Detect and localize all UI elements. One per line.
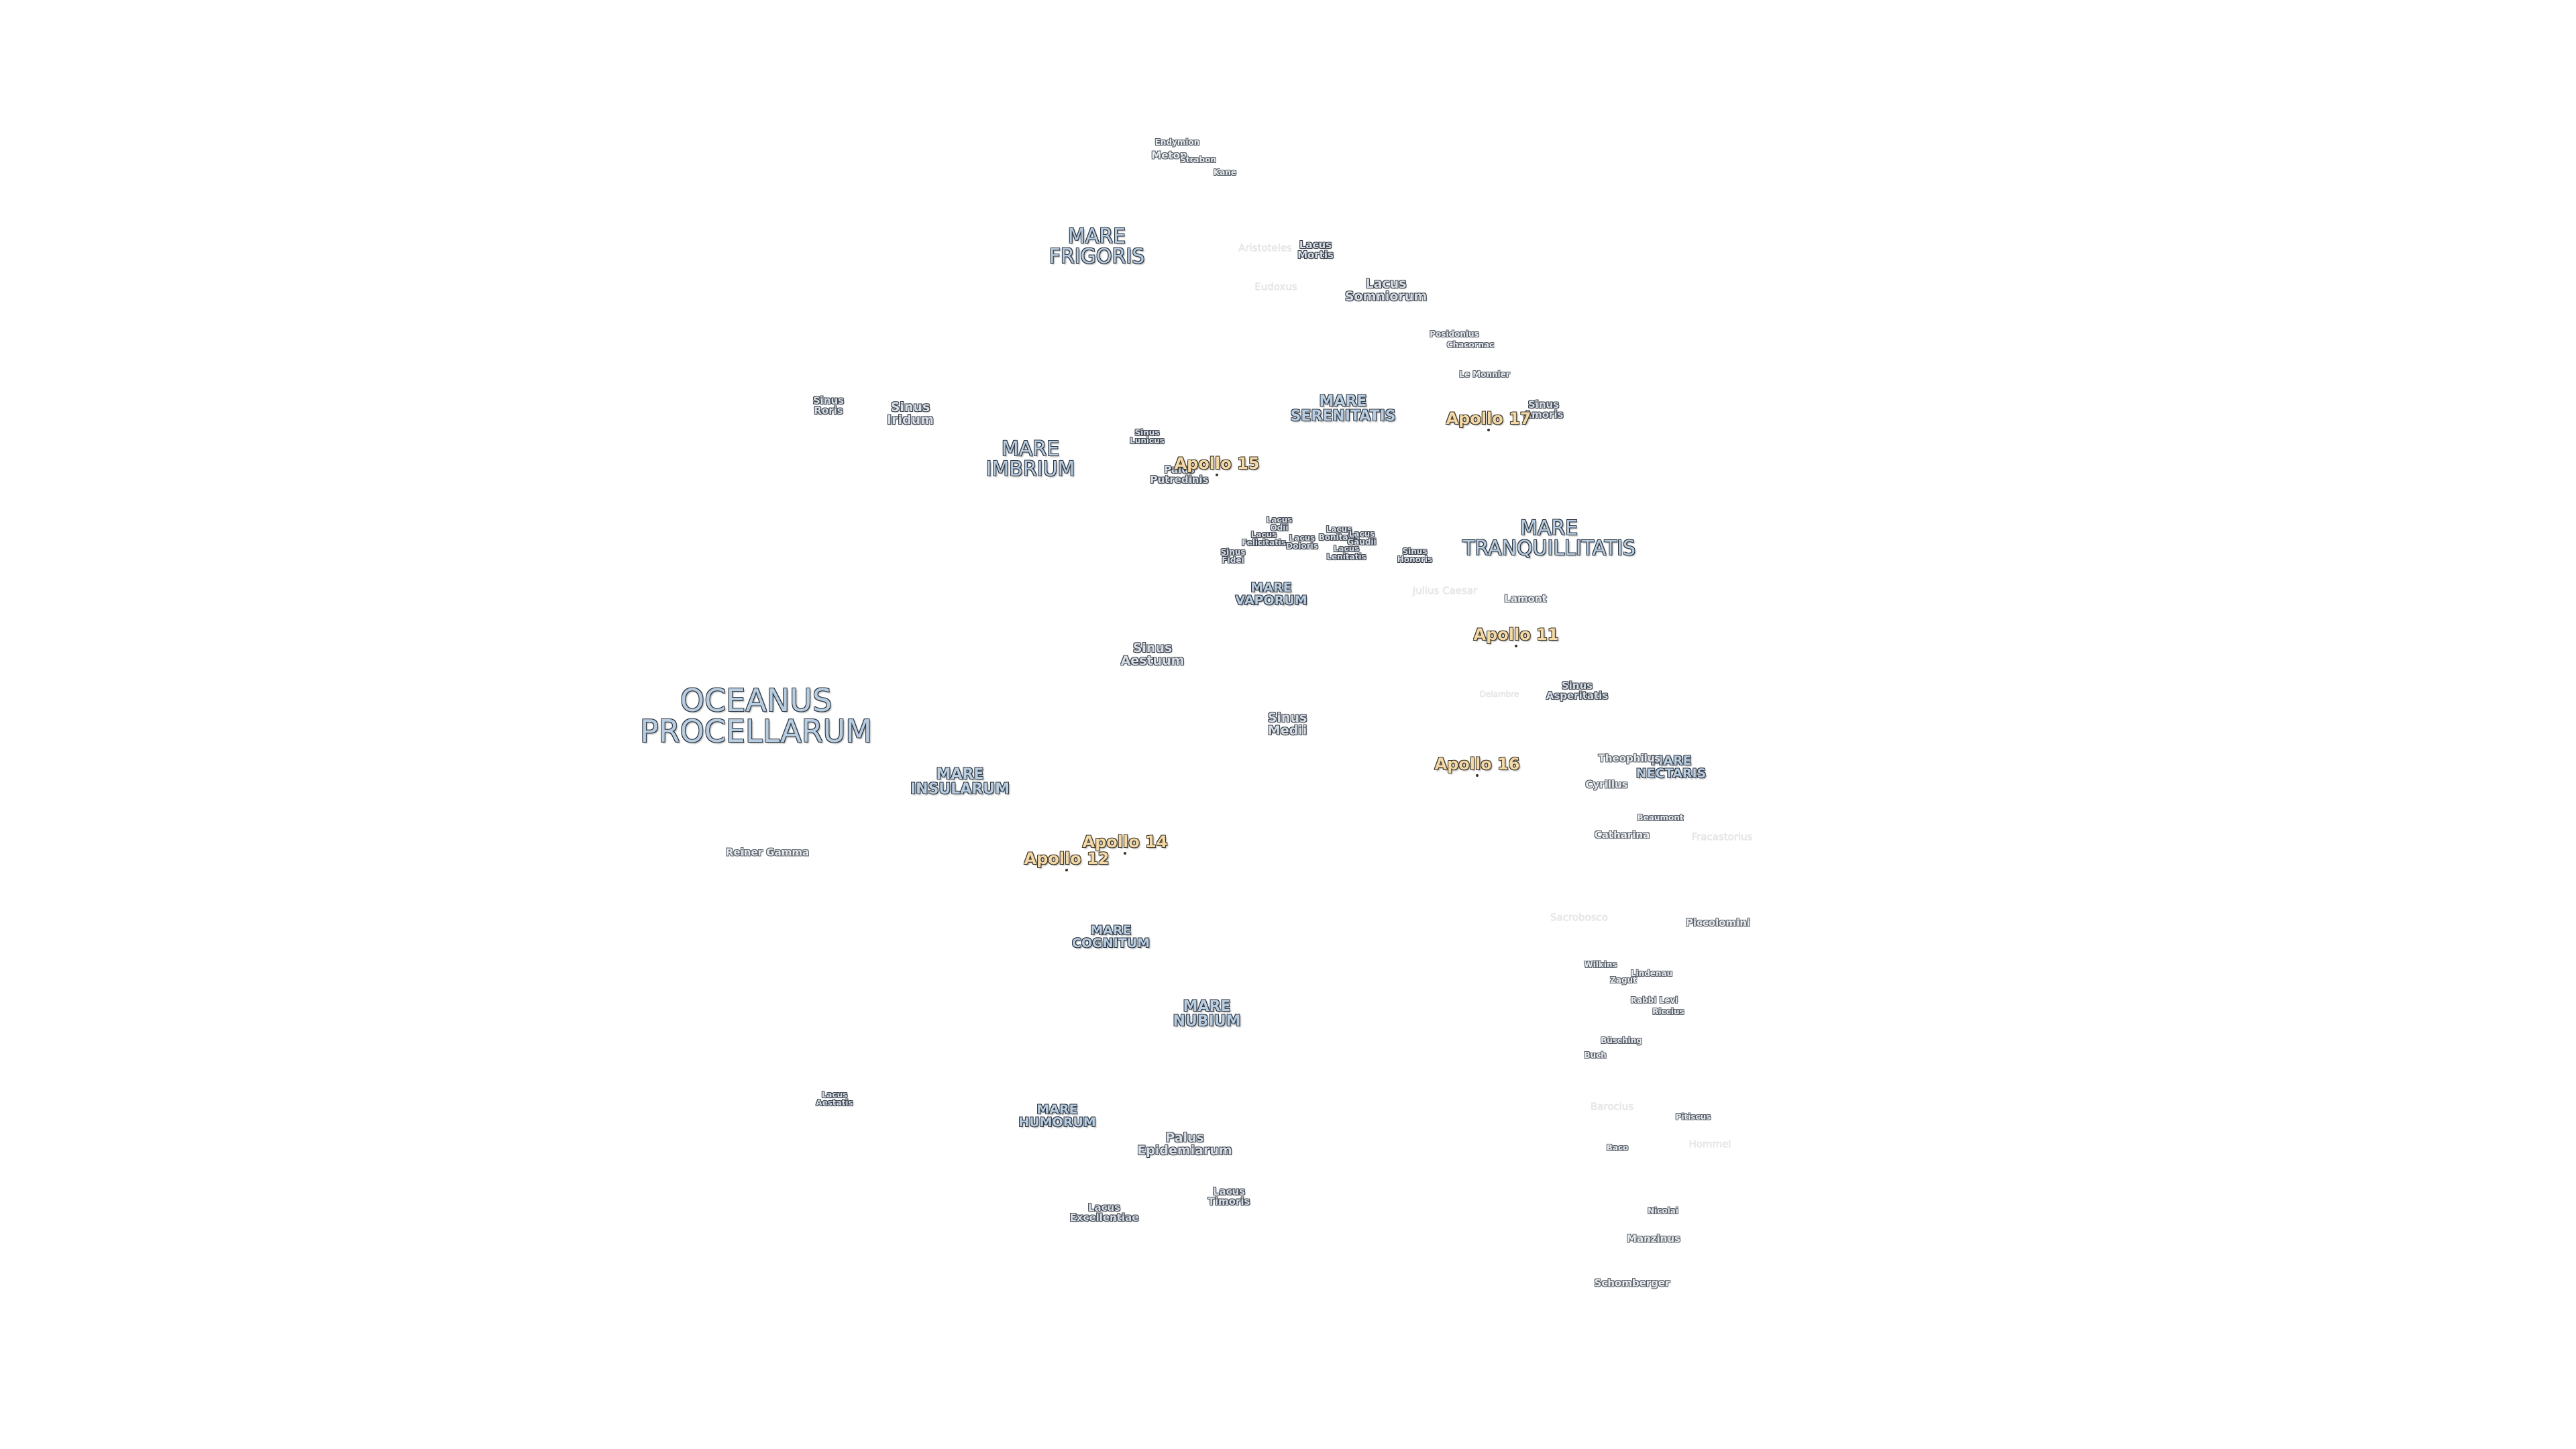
mare-label: MARE HUMORUM — [1018, 1102, 1096, 1130]
crater-label: Chacornac — [1446, 340, 1495, 350]
landing-site-marker-icon — [1216, 474, 1218, 476]
feature-label: Sinus Aestuum — [1120, 641, 1185, 668]
feature-label: Sinus Iridum — [887, 400, 934, 427]
crater-label: Le Monnier — [1459, 370, 1510, 379]
crater-label: Baco — [1606, 1143, 1629, 1152]
apollo-site-label: Apollo 16 — [1434, 755, 1520, 773]
feature-label: Lacus Lenitatis — [1326, 544, 1366, 561]
mare-label: MARE NUBIUM — [1173, 998, 1241, 1030]
crater-label: Lamont — [1504, 592, 1547, 605]
crater-label: Hommel — [1688, 1138, 1731, 1150]
landing-site-marker-icon — [1476, 774, 1479, 777]
crater-label: Reiner Gamma — [725, 846, 810, 859]
crater-label: Julius Caesar — [1412, 584, 1478, 597]
feature-label: Palus Epidemiarum — [1137, 1130, 1232, 1158]
feature-label: Lacus Aestatis — [816, 1090, 853, 1108]
mare-label: MARE SERENITATIS — [1290, 393, 1396, 425]
apollo-site-label: Apollo 15 — [1174, 454, 1260, 473]
mare-label: MARE COGNITUM — [1072, 923, 1150, 951]
mare-label: OCEANUS PROCELLARUM — [639, 682, 873, 749]
crater-label: Büsching — [1601, 1036, 1642, 1045]
mare-label: MARE IMBRIUM — [985, 437, 1075, 481]
crater-label: Wilkins — [1584, 960, 1617, 969]
crater-label: Schomberger — [1594, 1277, 1670, 1289]
feature-label: Sinus Medii — [1267, 710, 1307, 738]
crater-label: Sacrobosco — [1550, 911, 1608, 924]
mare-label: MARE NECTARIS — [1635, 753, 1707, 781]
crater-label: Theophilus — [1598, 752, 1661, 765]
crater-label: Meton — [1151, 149, 1187, 162]
feature-label: Palus Putredinis — [1150, 464, 1209, 486]
feature-label: Sinus Roris — [812, 394, 845, 417]
feature-label: Lacus Felicitatis — [1241, 530, 1287, 547]
landing-site-marker-icon — [1065, 869, 1068, 871]
feature-label: Lacus Odii — [1266, 515, 1293, 533]
apollo-site-label: Apollo 11 — [1473, 625, 1559, 644]
crater-label: Delambre — [1479, 690, 1519, 699]
feature-label: Lacus Excellentiae — [1069, 1201, 1139, 1224]
feature-label: Sinus Fidei — [1220, 547, 1246, 565]
crater-label: Eudoxus — [1254, 280, 1297, 293]
crater-label: Buch — [1584, 1051, 1607, 1060]
crater-label: Riccius — [1652, 1007, 1684, 1016]
landing-site-marker-icon — [1487, 429, 1490, 431]
crater-label: Beaumont — [1637, 813, 1684, 822]
mare-label: MARE TRANQUILLITATIS — [1462, 517, 1636, 560]
crater-label: Aristoteles — [1238, 241, 1292, 254]
landing-site-marker-icon — [1124, 852, 1126, 855]
feature-label: Lacus Gaudii — [1347, 529, 1377, 547]
mare-label: MARE FRIGORIS — [1049, 225, 1145, 268]
mare-label: MARE VAPORUM — [1235, 580, 1307, 608]
crater-label: Zagut — [1610, 975, 1637, 985]
feature-label: Lacus Doloris — [1286, 533, 1318, 551]
crater-label: Kane — [1213, 168, 1237, 177]
crater-label: Endymion — [1155, 138, 1200, 147]
crater-label: Strabon — [1180, 155, 1216, 164]
crater-label: Pitiscus — [1675, 1112, 1711, 1122]
feature-label: Lacus Timoris — [1208, 1185, 1250, 1208]
crater-label: Lindenau — [1630, 969, 1673, 978]
apollo-site-label: Apollo 14 — [1082, 833, 1168, 851]
feature-label: Lacus Bonitatis — [1318, 525, 1360, 542]
crater-label: Cyrillus — [1585, 778, 1628, 791]
crater-label: Piccolomini — [1685, 916, 1751, 929]
crater-label: Posidonius — [1430, 329, 1479, 339]
crater-label: Barocius — [1590, 1100, 1634, 1113]
crater-label: Manzinus — [1627, 1232, 1680, 1245]
feature-label: Sinus Lunicus — [1130, 428, 1165, 445]
apollo-site-label: Apollo 12 — [1024, 849, 1110, 868]
crater-label: Rabbi Levi — [1630, 996, 1678, 1005]
feature-label: Sinus Asperitatis — [1546, 680, 1609, 702]
landing-site-marker-icon — [1515, 645, 1517, 647]
feature-label: Lacus Mortis — [1297, 239, 1334, 261]
crater-label: Catharina — [1594, 828, 1650, 841]
crater-label: Fracastorius — [1691, 830, 1753, 843]
feature-label: Sinus Amoris — [1523, 398, 1564, 421]
feature-label: Lacus Somniorum — [1344, 276, 1428, 304]
crater-label: Nicolai — [1648, 1206, 1678, 1216]
feature-label: Sinus Honoris — [1397, 547, 1433, 564]
apollo-site-label: Apollo 17 — [1446, 409, 1532, 428]
mare-label: MARE INSULARUM — [910, 766, 1010, 798]
